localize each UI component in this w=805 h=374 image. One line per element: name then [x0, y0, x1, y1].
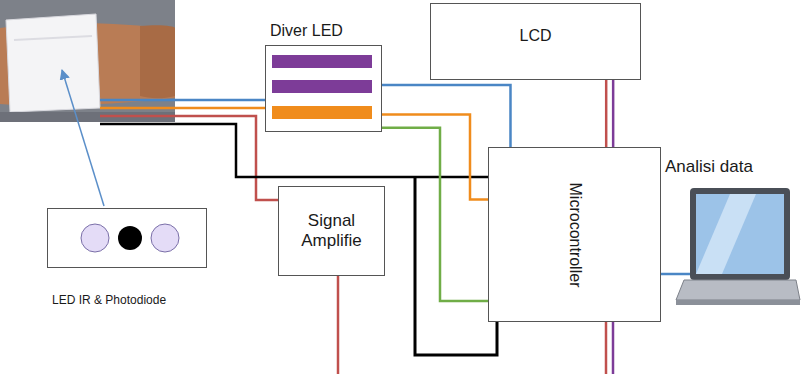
driver-bar [272, 106, 372, 119]
driver-bars [272, 55, 372, 119]
pointer-arrow [62, 70, 104, 206]
laptop-edge [676, 300, 800, 305]
wire [605, 322, 608, 374]
sensor-inset [62, 70, 179, 252]
wire [337, 276, 340, 374]
screen-glare [714, 194, 756, 274]
driver-bar [272, 80, 372, 93]
sensor-box: LED IR & Photodiode [47, 208, 207, 268]
display-box: LCD [430, 3, 641, 80]
ir-led-symbol [151, 224, 179, 252]
controller-box: Microcontroller [488, 147, 661, 322]
box-heading: Diver LED [270, 21, 343, 40]
box-label: LCD [519, 26, 551, 45]
amplifier-box: Signal Amplifie [278, 186, 385, 276]
laptop-icon [676, 188, 800, 305]
laptop-screen [696, 194, 784, 274]
wrist-photo [0, 0, 175, 122]
driver-bar [272, 55, 372, 68]
wire [612, 322, 615, 374]
wire [100, 107, 265, 110]
box-label: Signal Amplifie [293, 211, 371, 252]
laptop-frame [690, 188, 790, 280]
laptop-base [676, 280, 800, 300]
box-heading: LED IR & Photodiode [52, 293, 166, 307]
photo-background [0, 0, 175, 122]
signal-wire [612, 80, 615, 147]
photodiode-symbol [118, 226, 142, 250]
ir-led-symbol [81, 224, 109, 252]
box-label: Microcontroller [565, 182, 584, 287]
wrist-band [6, 14, 100, 112]
hand-skin [140, 25, 175, 98]
wire [415, 177, 497, 355]
wire [100, 99, 265, 102]
signal-wire [382, 128, 488, 301]
wire [100, 116, 278, 200]
signal-wire [382, 85, 510, 147]
free-label: Analisi data [665, 157, 753, 177]
signal-wire [605, 80, 608, 147]
driver-box: Diver LED [265, 45, 382, 132]
band-fold [14, 36, 92, 40]
free-wires [100, 100, 700, 374]
